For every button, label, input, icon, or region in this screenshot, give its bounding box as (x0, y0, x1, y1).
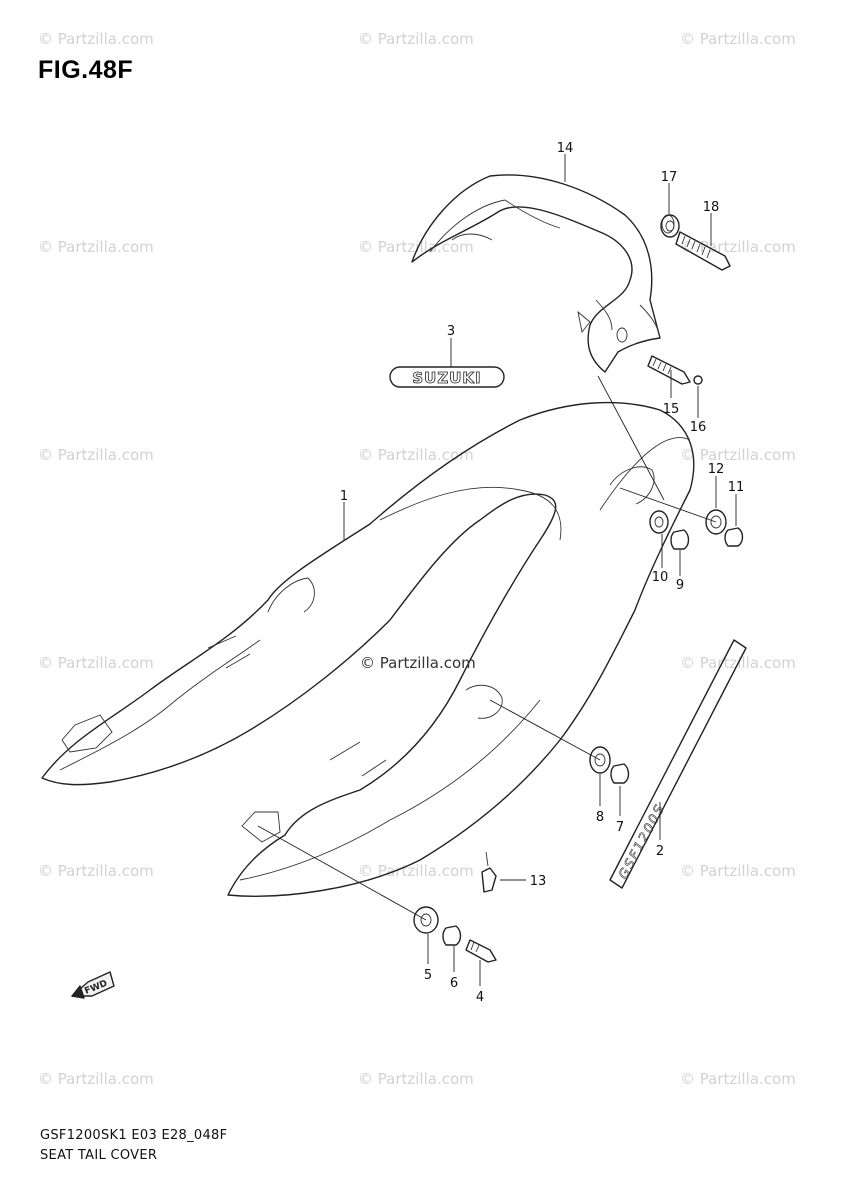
suzuki-badge-part[interactable]: SUZUKI (389, 366, 505, 388)
callout-11[interactable]: 11 (728, 480, 745, 495)
grommet-part[interactable] (649, 510, 669, 534)
collar-part[interactable] (670, 529, 690, 550)
long-bolt-part[interactable] (675, 231, 731, 271)
fastener-part[interactable] (481, 851, 497, 893)
callout-7[interactable]: 7 (616, 820, 624, 835)
watermark: © Partzilla.com (358, 238, 474, 256)
watermark: © Partzilla.com (38, 30, 154, 48)
callout-6[interactable]: 6 (450, 976, 458, 991)
short-bolt-part[interactable] (647, 355, 691, 385)
callout-13[interactable]: 13 (530, 874, 547, 889)
watermark-grid: © Partzilla.com © Partzilla.com © Partzi… (38, 30, 796, 1088)
grommet-part[interactable] (589, 746, 611, 774)
callout-2[interactable]: 2 (656, 844, 664, 859)
figure-name: SEAT TAIL COVER (40, 1148, 158, 1163)
grab-rail-part[interactable] (411, 174, 675, 373)
callout-numbers: 14 17 18 3 15 16 12 11 1 10 9 8 7 2 13 5… (340, 141, 744, 1005)
callout-8[interactable]: 8 (596, 810, 604, 825)
badge-text: SUZUKI (412, 369, 481, 387)
callout-17[interactable]: 17 (661, 170, 678, 185)
watermark: © Partzilla.com (680, 862, 796, 880)
watermark: © Partzilla.com (38, 446, 154, 464)
watermark: © Partzilla.com (680, 30, 796, 48)
collar-part[interactable] (610, 763, 630, 784)
watermark: © Partzilla.com (38, 654, 154, 672)
collar-part[interactable] (660, 214, 680, 238)
watermark: © Partzilla.com (38, 1070, 154, 1088)
callout-3[interactable]: 3 (447, 324, 455, 339)
watermark: © Partzilla.com (680, 446, 796, 464)
watermark: © Partzilla.com (358, 446, 474, 464)
watermark: © Partzilla.com (38, 862, 154, 880)
grommet-part[interactable] (705, 509, 727, 535)
callout-5[interactable]: 5 (424, 968, 432, 983)
collar-part[interactable] (724, 527, 744, 547)
callout-4[interactable]: 4 (476, 990, 484, 1005)
center-watermark: © Partzilla.com (360, 654, 476, 672)
callout-18[interactable]: 18 (703, 200, 720, 215)
watermark: © Partzilla.com (358, 862, 474, 880)
figure-title: FIG.48F (38, 56, 134, 84)
mounting-bolt-part[interactable] (465, 939, 497, 963)
seat-tail-cover-part[interactable] (41, 401, 695, 897)
assembly-lines (257, 375, 717, 921)
callout-16[interactable]: 16 (690, 420, 707, 435)
callout-9[interactable]: 9 (676, 578, 684, 593)
callout-10[interactable]: 10 (652, 570, 669, 585)
svg-text:GSF1200S: GSF1200S (616, 801, 668, 881)
callout-leaders (343, 154, 737, 986)
watermark: © Partzilla.com (680, 1070, 796, 1088)
callout-1[interactable]: 1 (340, 489, 348, 504)
callout-14[interactable]: 14 (557, 141, 574, 156)
grommet-part[interactable] (413, 906, 439, 934)
callout-12[interactable]: 12 (708, 462, 725, 477)
callout-15[interactable]: 15 (663, 402, 680, 417)
watermark: © Partzilla.com (358, 1070, 474, 1088)
side-emblem-part[interactable]: GSF1200S (609, 639, 747, 889)
watermark: © Partzilla.com (680, 238, 796, 256)
watermark: © Partzilla.com (358, 30, 474, 48)
watermark: © Partzilla.com (38, 238, 154, 256)
collar-part[interactable] (442, 925, 462, 946)
washer-part[interactable] (693, 375, 703, 385)
forward-direction-arrow-icon: FWD (71, 971, 115, 999)
figure-code: GSF1200SK1 E03 E28_048F (40, 1128, 228, 1143)
